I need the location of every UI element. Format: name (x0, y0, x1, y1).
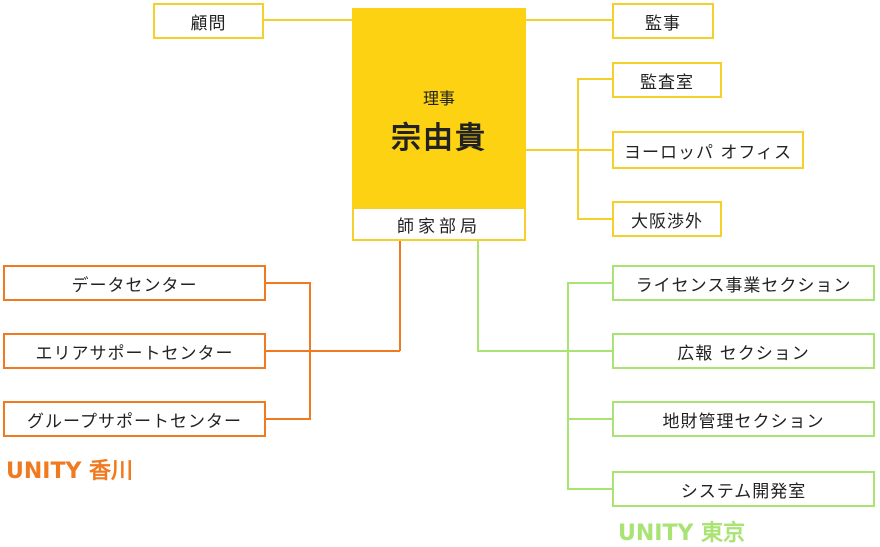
tokyo-group-label: UNITY 東京 (618, 521, 746, 546)
kagawa-item-group-support: グループサポートセンター (3, 401, 266, 437)
tokyo-item-label: システム開発室 (680, 481, 807, 502)
europe-office-box: ヨーロッパ オフィス (612, 131, 804, 169)
kagawa-group-label: UNITY 香川 (6, 459, 134, 484)
secretariat-label: 師家部局 (397, 216, 481, 237)
advisor-label: 顧問 (190, 13, 227, 34)
tokyo-bracket (567, 282, 612, 490)
tokyo-item-label: ライセンス事業セクション (635, 275, 852, 296)
chief-name: 宗由貴 (391, 121, 487, 156)
osaka-liaison-label: 大阪渉外 (631, 211, 703, 232)
audit-office-label: 監査室 (640, 72, 694, 93)
auditor-box: 監事 (612, 3, 714, 39)
tokyo-item-license: ライセンス事業セクション (612, 265, 875, 301)
auditor-label: 監事 (645, 13, 681, 34)
osaka-liaison-box: 大阪渉外 (612, 201, 722, 237)
audit-office-box: 監査室 (612, 62, 722, 98)
europe-office-label: ヨーロッパ オフィス (623, 142, 793, 163)
tokyo-item-label: 地財管理セクション (662, 411, 825, 432)
secretariat-box: 師家部局 (352, 207, 526, 241)
tokyo-trunk (477, 241, 612, 352)
chief-box: 理事 宗由貴 (352, 8, 526, 208)
tokyo-item-system-dev: システム開発室 (612, 471, 875, 507)
office-bracket (577, 78, 612, 220)
advisor-box: 顧問 (153, 3, 264, 39)
tokyo-item-pr: 広報 セクション (612, 333, 875, 369)
kagawa-item-label: グループサポートセンター (27, 411, 242, 432)
tokyo-item-property: 地財管理セクション (612, 401, 875, 437)
tokyo-item-label: 広報 セクション (677, 343, 810, 364)
chief-role: 理事 (422, 89, 455, 108)
kagawa-item-label: エリアサポートセンター (35, 343, 234, 364)
kagawa-item-area-support: エリアサポートセンター (3, 333, 266, 369)
kagawa-item-label: データセンター (71, 275, 198, 296)
kagawa-item-data-center: データセンター (3, 265, 266, 301)
